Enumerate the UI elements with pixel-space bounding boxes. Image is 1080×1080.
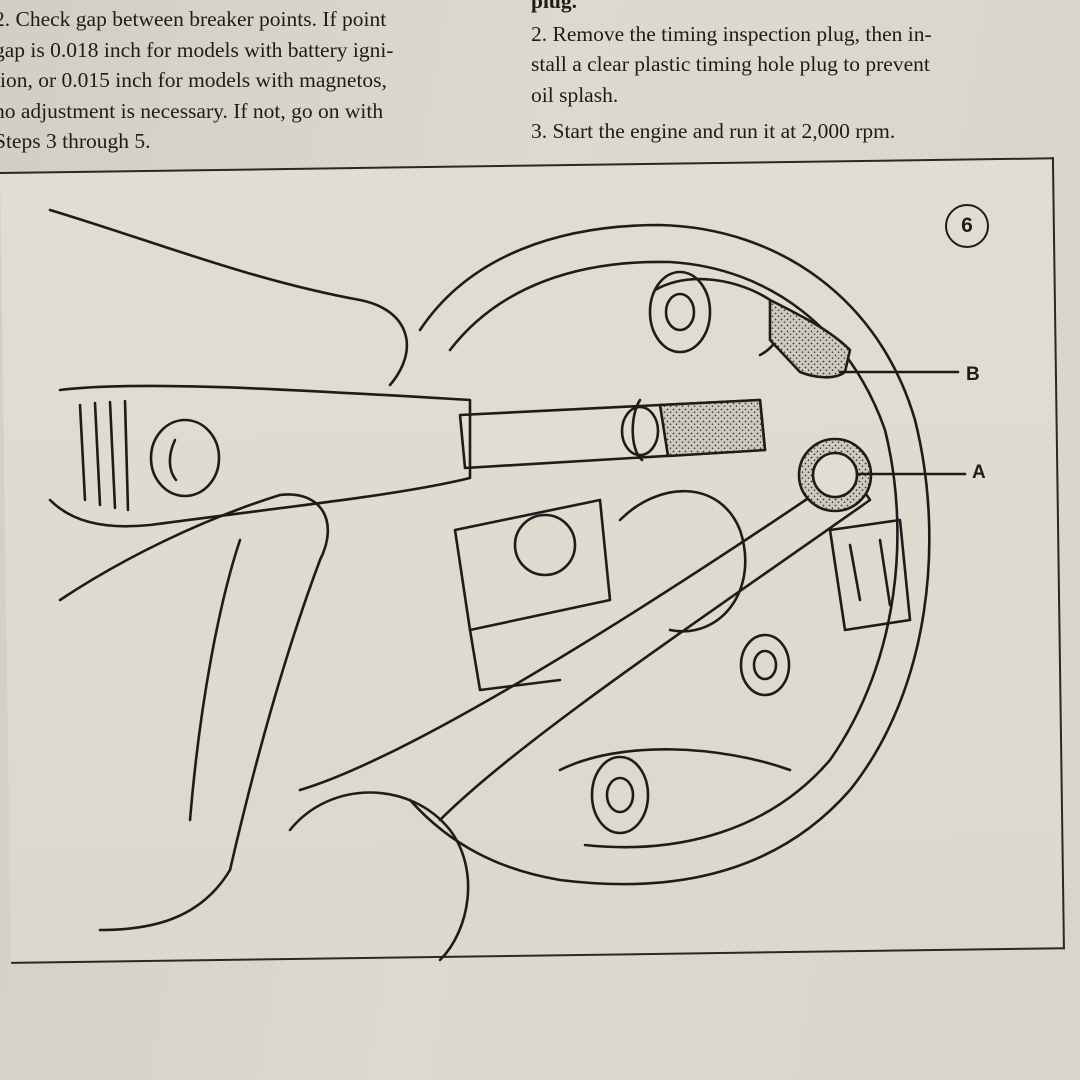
lower-guard [288,791,470,962]
right-step-3: 3. Start the engine and run it at 2,000 … [531,119,896,143]
right-text-column: plug. 2. Remove the timing inspection pl… [531,0,1011,147]
fingers [58,493,330,932]
right-step-2-line-3: oil splash. [531,82,619,107]
bottom-screw [558,748,792,835]
left-text-column: 2. Check gap between breaker points. If … [0,4,488,157]
housing-inner-rim [448,260,899,849]
left-step-2-line-4: no adjustment is necessary. If not, go o… [0,98,384,123]
callout-b-label: B [966,364,980,385]
housing-outer-rim [408,223,931,886]
handle-pivot [149,418,221,498]
handle-arm [48,384,472,528]
left-step-2-line-3: tion, or 0.015 inch for models with magn… [0,68,387,92]
condenser [828,518,912,632]
right-screw [739,633,791,697]
right-step-2-line-1: 2. Remove the timing inspection plug, th… [531,21,932,46]
left-step-2-line-5: Steps 3 through 5. [0,129,151,153]
left-step-2-line-2: gap is 0.018 inch for models with batter… [0,37,394,62]
top-screw [648,270,783,357]
screwdriver [458,398,767,470]
adjuster-plate [768,298,852,379]
rivet-a [797,437,873,513]
figure-number-badge: 6 [945,204,989,248]
right-step-2-line-2: stall a clear plastic timing hole plug t… [531,52,930,76]
callout-a-label: A [972,462,986,483]
left-step-2-line-1: 2. Check gap between breaker points. If … [0,7,387,31]
cam-block [453,489,747,692]
thumb [48,208,408,387]
right-continuation: plug. [531,0,578,13]
